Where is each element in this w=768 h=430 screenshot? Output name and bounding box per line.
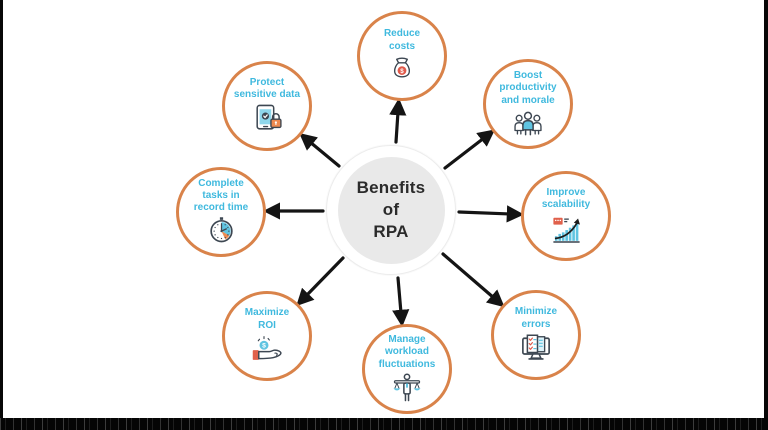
- arrow-to-minimize-errors: [441, 252, 505, 308]
- node-label: Boost productivity and morale: [499, 70, 557, 106]
- frame-edge-left: [0, 0, 3, 430]
- center-node-fill: Benefits of RPA: [337, 156, 445, 264]
- node-boost-productivity-and-morale: Boost productivity and morale: [483, 59, 573, 149]
- frame-edge-right: [764, 0, 768, 430]
- node-label: Improve scalability: [541, 186, 591, 210]
- node-minimize-errors: Minimize errors: [491, 290, 581, 380]
- node-label: Protect sensitive data: [233, 76, 301, 100]
- svg-text:$: $: [400, 67, 404, 74]
- monitor-checklist-icon: [522, 334, 550, 360]
- growth-chart-icon: [552, 217, 580, 243]
- tablet-lock-icon: [255, 104, 282, 130]
- arrow-to-reduce-costs: [389, 97, 407, 144]
- money-bag-icon: $: [393, 57, 411, 78]
- arrow-to-protect-data: [299, 133, 341, 168]
- node-label: Complete tasks in record time: [193, 177, 249, 214]
- center-node: Benefits of RPA: [326, 145, 456, 275]
- center-title: Benefits of RPA: [356, 177, 426, 242]
- node-improve-scalability: Improve scalability: [521, 171, 611, 261]
- node-label: Reduce costs: [383, 28, 421, 52]
- node-label: Minimize errors: [514, 306, 558, 330]
- node-protect-sensitive-data: Protect sensitive data: [222, 61, 312, 151]
- node-label: Maximize ROI: [244, 307, 290, 331]
- arrow-to-maximize-roi: [296, 256, 345, 307]
- team-icon: [514, 111, 542, 136]
- arrow-to-improve-scalability: [457, 205, 525, 223]
- node-manage-workload-fluctuations: Manage workload fluctuations: [362, 324, 452, 414]
- balance-scales-icon: [393, 373, 421, 402]
- stopwatch-icon: [209, 217, 233, 243]
- node-maximize-roi: Maximize ROI $: [222, 291, 312, 381]
- arrow-to-boost-productivity: [443, 129, 496, 170]
- hand-coin-icon: $: [252, 335, 282, 360]
- node-label: Manage workload fluctuations: [378, 334, 436, 370]
- frame-bottom-bar: [0, 418, 768, 430]
- node-complete-tasks-in-record-time: Complete tasks in record time: [176, 167, 266, 257]
- svg-text:$: $: [262, 342, 266, 349]
- arrow-to-manage-workload: [392, 276, 410, 328]
- node-reduce-costs: Reduce costs $: [357, 11, 447, 101]
